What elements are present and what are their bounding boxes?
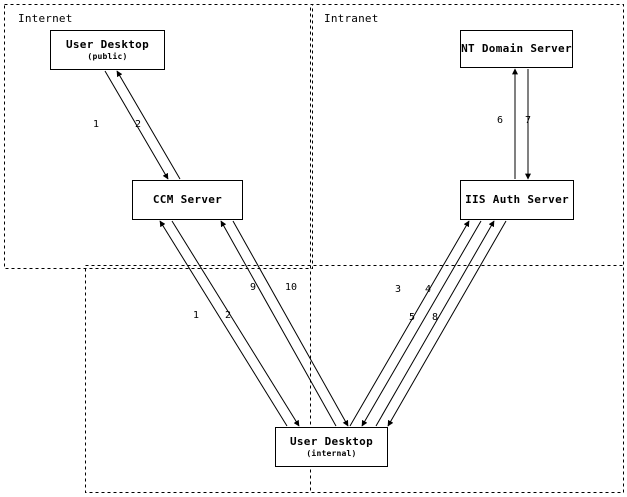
arrow-flow-10 (232, 220, 349, 427)
arrow-flow-5 (375, 220, 495, 427)
node-user-desktop-internal[interactable]: User Desktop(internal) (275, 427, 388, 467)
flow-label-flow-9: 9 (250, 282, 257, 293)
node-iis-auth-server[interactable]: IIS Auth Server (460, 180, 574, 220)
node-title-user-desktop-internal: User Desktop (289, 434, 374, 448)
zone-border-intranet (310, 4, 624, 493)
flow-label-flow-5: 5 (409, 312, 416, 323)
flow-arrows-group (104, 68, 531, 427)
node-title-nt-domain-server: NT Domain Server (461, 41, 572, 55)
flow-label-flow-2-public: 2 (135, 119, 142, 130)
zone-border-internet (4, 4, 313, 269)
arrow-flow-8 (387, 220, 507, 427)
arrow-flow-4 (361, 220, 482, 427)
zone-label-intranet: Intranet (324, 12, 379, 25)
flow-label-flow-2-internal: 2 (225, 310, 232, 321)
flow-label-flow-1-public: 1 (93, 119, 100, 130)
flow-label-flow-3: 3 (395, 284, 402, 295)
node-subtitle-user-desktop-internal: (internal) (306, 449, 357, 459)
arrow-flow-2-public (116, 70, 181, 180)
flow-label-flow-7: 7 (525, 115, 532, 126)
arrow-flow-2-internal (171, 220, 300, 427)
arrow-flow-9 (220, 220, 337, 427)
zone-border-internal-lan (85, 265, 624, 493)
node-user-desktop-public[interactable]: User Desktop(public) (50, 30, 165, 70)
zone-label-internet: Internet (18, 12, 73, 25)
arrow-flow-1-public (104, 70, 169, 180)
flow-label-flow-6: 6 (497, 115, 504, 126)
node-ccm-server[interactable]: CCM Server (132, 180, 243, 220)
flow-label-flow-8: 8 (432, 312, 439, 323)
flow-label-flow-1-internal: 1 (193, 310, 200, 321)
arrow-flow-1-internal (159, 220, 288, 427)
node-subtitle-user-desktop-public: (public) (87, 52, 128, 62)
flow-label-flow-10: 10 (285, 282, 298, 293)
arrow-flow-3 (349, 220, 470, 427)
node-nt-domain-server[interactable]: NT Domain Server (460, 30, 573, 68)
flow-label-flow-4: 4 (425, 284, 432, 295)
node-title-user-desktop-public: User Desktop (65, 37, 150, 51)
node-title-iis-auth-server: IIS Auth Server (465, 192, 569, 206)
zone-borders-group (4, 4, 624, 493)
node-title-ccm-server: CCM Server (152, 192, 223, 206)
